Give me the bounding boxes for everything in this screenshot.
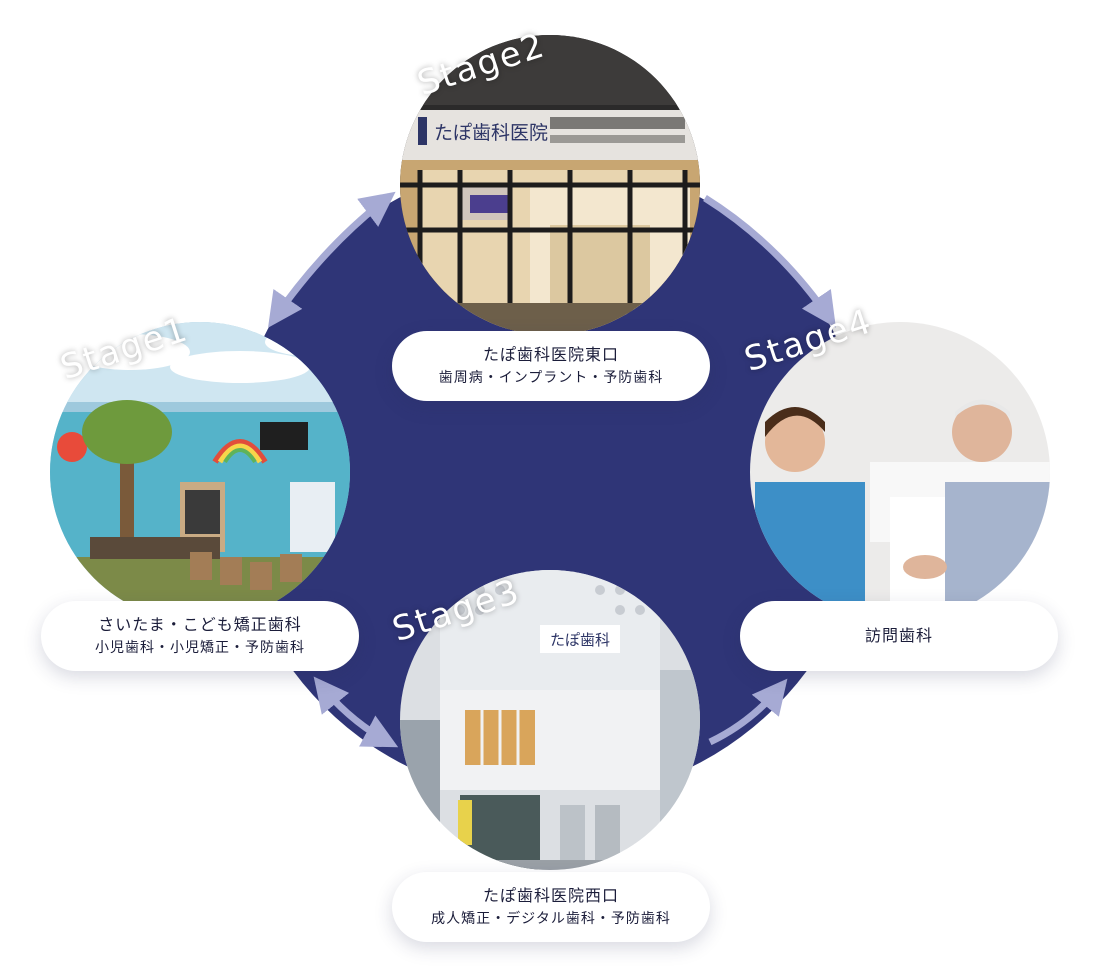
arrow-stage1-stage3 — [313, 676, 399, 748]
stage3-name: たぽ歯科医院西口 — [482, 886, 619, 905]
stage3-sign: たぽ歯科 — [550, 631, 610, 649]
arrow-stage3-stage4 — [708, 678, 788, 746]
stage2-name: たぽ歯科医院東口 — [482, 345, 619, 364]
stage4-name: 訪問歯科 — [864, 626, 933, 645]
stage3-sub: 成人矯正・デジタル歯科・予防歯科 — [431, 911, 671, 927]
stage3-photo: たぽ歯科 — [400, 570, 700, 870]
arrow-stage1-stage2 — [268, 191, 396, 328]
stage4-photo — [750, 322, 1050, 622]
stage2-card[interactable]: たぽ歯科医院東口 歯周病・インプラント・予防歯科 — [392, 331, 710, 401]
stage3-card[interactable]: たぽ歯科医院西口 成人矯正・デジタル歯科・予防歯科 — [392, 872, 710, 942]
stage2-sign: たぽ歯科医院 — [434, 122, 548, 144]
stage1-name: さいたま・こども矯正歯科 — [98, 615, 302, 634]
stage1-photo — [50, 322, 350, 622]
stage2-sub: 歯周病・インプラント・予防歯科 — [438, 370, 664, 386]
stage1-card[interactable]: さいたま・こども矯正歯科 小児歯科・小児矯正・予防歯科 — [41, 601, 359, 671]
stage4-card[interactable]: 訪問歯科 — [740, 601, 1058, 671]
arrow-stage2-stage4 — [703, 195, 836, 328]
stage1-sub: 小児歯科・小児矯正・予防歯科 — [95, 640, 305, 656]
